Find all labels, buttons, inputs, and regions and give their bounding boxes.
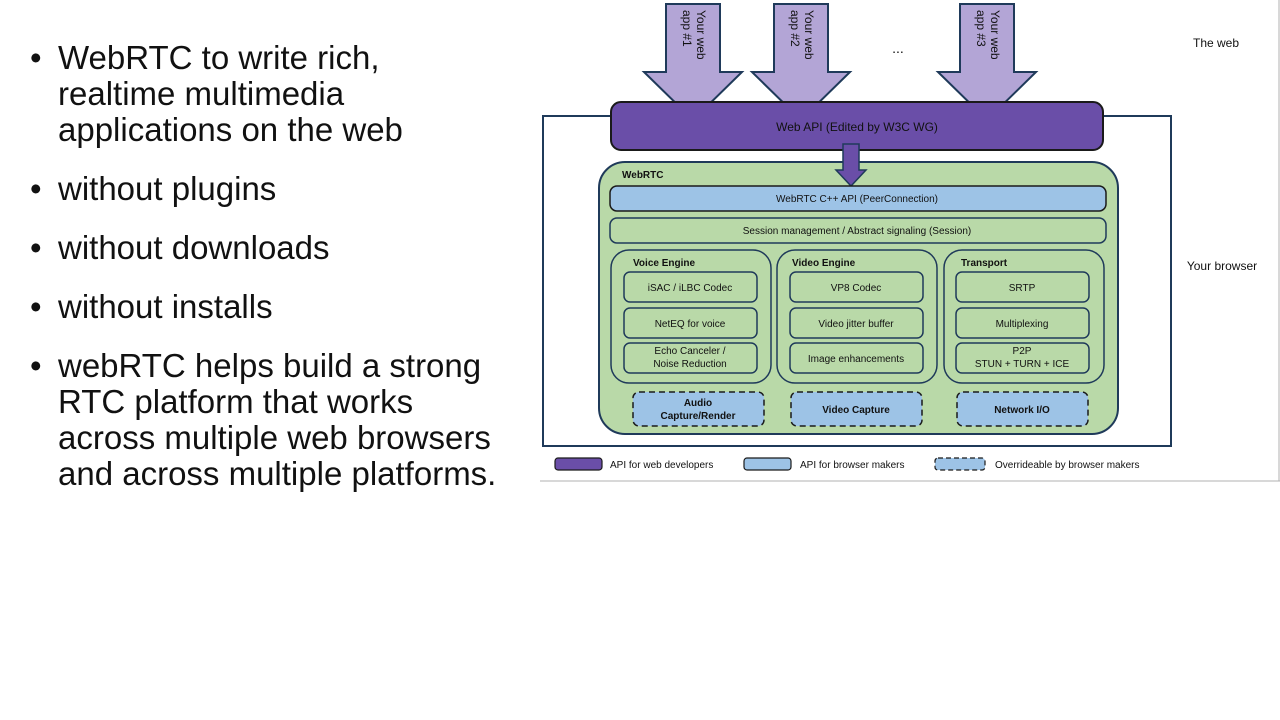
transport-item-box <box>955 342 1090 374</box>
voice-item-box <box>623 271 758 303</box>
transport-item-label: SRTP <box>1009 283 1036 294</box>
voice-item-label: Echo Canceler / <box>654 346 725 357</box>
session-bar <box>609 217 1107 244</box>
app-label-line1: Your web <box>988 10 1002 60</box>
transport-item-box <box>955 271 1090 303</box>
legend-web-devs-label: API for web developers <box>610 460 713 471</box>
transport-item-label: P2P <box>1013 346 1032 357</box>
your-browser-label: Your browser <box>1187 259 1257 273</box>
transport-item-label: Multiplexing <box>996 319 1049 330</box>
video-item-label: Video jitter buffer <box>818 319 894 330</box>
legend-swatch-overrideable <box>934 457 986 471</box>
video-item-label: Image enhancements <box>808 354 904 365</box>
voice-item-label: Noise Reduction <box>653 359 726 370</box>
bullet-item: without installs <box>30 289 500 326</box>
app-label-line1: Your web <box>802 10 816 60</box>
bullet-item: without plugins <box>30 171 500 208</box>
webrtc-architecture-diagram: The web Your browser Your web app #1 You… <box>540 0 1280 482</box>
cpp-api-bar <box>609 185 1107 212</box>
video-capture-label: Video Capture <box>822 405 890 416</box>
cpp-api-label: WebRTC C++ API (PeerConnection) <box>776 194 938 205</box>
voice-item-box <box>623 307 758 339</box>
transport-item-label: STUN + TURN + ICE <box>975 359 1070 370</box>
voice-engine-title: Voice Engine <box>633 258 695 269</box>
app-label-line2: app #2 <box>788 10 802 47</box>
legend-swatch-browser-makers <box>743 457 792 471</box>
voice-item-label: iSAC / iLBC Codec <box>648 283 732 294</box>
app-label-line1: Your web <box>694 10 708 60</box>
web-api-label: Web API (Edited by W3C WG) <box>776 120 938 134</box>
down-arrow-icon <box>935 3 1039 122</box>
legend-swatch-web-devs <box>554 457 603 471</box>
legend: API for web developers API for browser m… <box>554 457 1140 471</box>
app-label-line2: app #1 <box>680 10 694 47</box>
video-item-box <box>789 342 924 374</box>
voice-item-box <box>623 342 758 374</box>
audio-capture-label: Audio <box>684 398 712 409</box>
bullet-item: webRTC helps build a strong RTC platform… <box>30 348 500 492</box>
webrtc-label: WebRTC <box>622 170 663 181</box>
legend-overrideable-label: Overrideable by browser makers <box>995 460 1140 471</box>
network-io-label: Network I/O <box>994 405 1050 416</box>
audio-capture-label: Capture/Render <box>660 411 735 422</box>
video-item-box <box>789 271 924 303</box>
voice-item-label: NetEQ for voice <box>655 319 726 330</box>
transport-title: Transport <box>961 258 1008 269</box>
more-apps-ellipsis: ... <box>892 40 904 56</box>
down-arrow-icon <box>749 3 853 122</box>
transport-item-box <box>955 307 1090 339</box>
bullet-item: WebRTC to write rich, realtime multimedi… <box>30 40 500 148</box>
legend-browser-makers-label: API for browser makers <box>800 460 904 471</box>
the-web-label: The web <box>1193 36 1239 50</box>
bullet-list: WebRTC to write rich, realtime multimedi… <box>30 40 500 515</box>
audio-capture-box <box>632 391 765 427</box>
session-label: Session management / Abstract signaling … <box>743 226 971 237</box>
video-item-box <box>789 307 924 339</box>
app-arrow-2: Your web app #2 <box>749 3 853 122</box>
app-arrow-1: Your web app #1 <box>641 3 745 122</box>
video-item-label: VP8 Codec <box>831 283 882 294</box>
video-engine-title: Video Engine <box>792 258 856 269</box>
network-io-box <box>956 391 1089 427</box>
app-label-line2: app #3 <box>974 10 988 47</box>
bullet-item: without downloads <box>30 230 500 267</box>
api-connector-arrow-icon <box>834 143 868 188</box>
video-capture-box <box>790 391 923 427</box>
down-arrow-icon <box>641 3 745 122</box>
app-arrow-3: Your web app #3 <box>935 3 1039 122</box>
